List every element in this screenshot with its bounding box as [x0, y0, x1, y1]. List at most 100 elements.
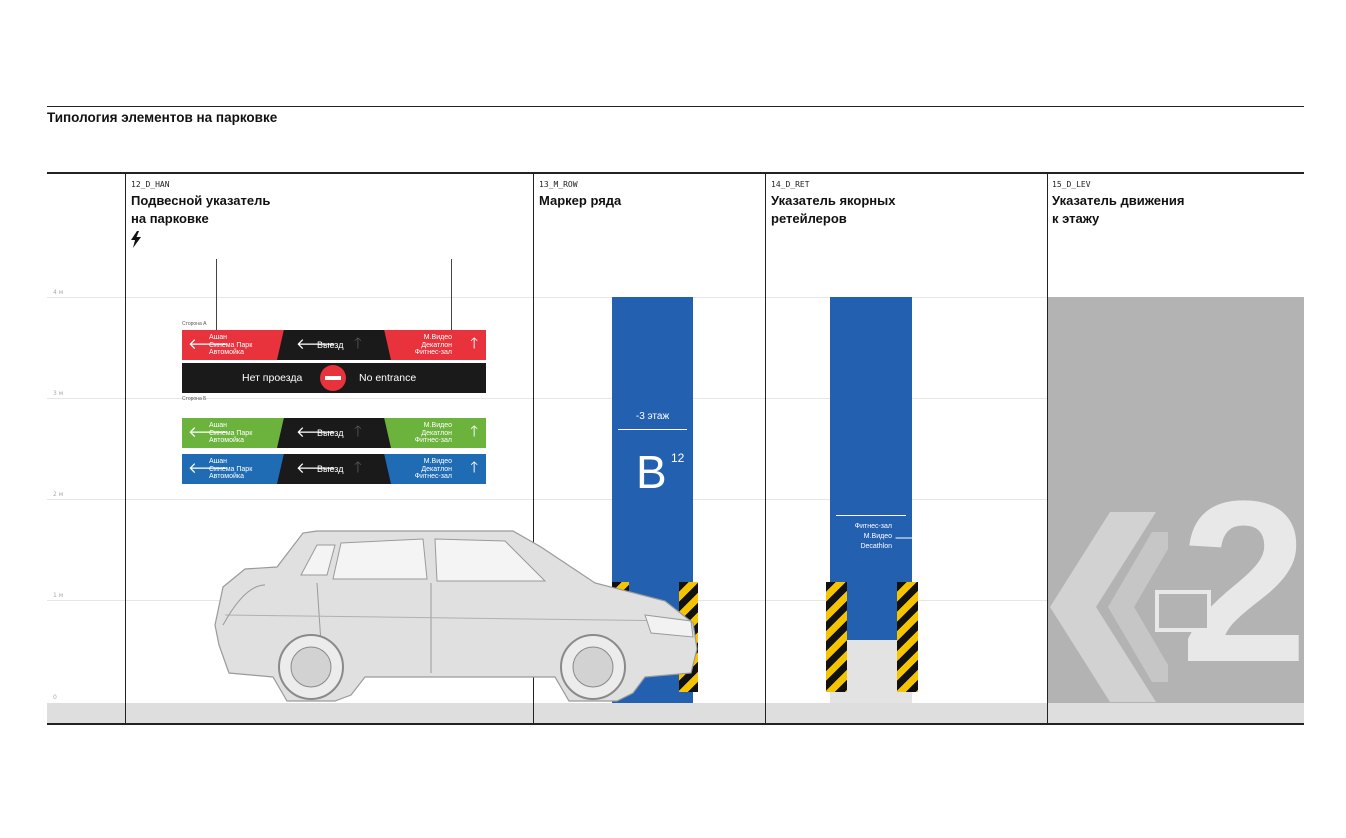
sign-right-line: Фитнес-зал [414, 473, 452, 480]
no-entry-icon [320, 365, 346, 391]
sign-center-black [277, 418, 391, 448]
arrow-left-icon: 🡐 [188, 460, 229, 477]
sign-center-black [277, 330, 391, 360]
arrow-up-icon: 🡑 [354, 335, 362, 352]
arrow-left-icon: 🡐 [296, 460, 337, 477]
row-marker-letter: B [636, 446, 667, 498]
column-divider-3 [765, 172, 766, 724]
sign-right-line: М.Видео [423, 458, 452, 465]
column-title-14-line2: ретейлеров [771, 211, 847, 226]
exit-label: Выезд [317, 428, 344, 438]
arrow-left-icon: 🡐 [296, 424, 337, 441]
sign-left-text: Ашан Синема Парк Автомойка [209, 458, 252, 481]
sign-right-text: М.Видео Декатлон Фитнес-зал [415, 334, 452, 357]
anchor-sign-line: Decathlon [860, 543, 892, 550]
header-rule [47, 106, 1304, 107]
height-label-4m: 4 м [53, 289, 64, 296]
sign-right-line: Фитнес-зал [414, 437, 452, 444]
sign-left-line: Автомойка [209, 437, 244, 444]
no-entrance-ru: Нет проезда [242, 372, 303, 384]
sign-right-line: Декатлон [421, 429, 452, 437]
arrow-up-icon: 🡑 [470, 459, 478, 476]
car-rear-window [300, 544, 336, 576]
height-label-1m: 1 м [53, 592, 64, 599]
car-illustration [214, 530, 698, 702]
no-entry-bar [325, 376, 341, 380]
sign-left-text: Ашан Синема Парк Автомойка [209, 334, 252, 357]
column-title-13-line1: Маркер ряда [539, 193, 622, 208]
level-number: 2 [1180, 453, 1304, 703]
anchor-sign-line: М.Видео [863, 533, 892, 540]
hanging-sign-red: 🡐 Ашан Синема Парк Автомойка 🡐 Выезд 🡑 М… [182, 330, 486, 360]
no-entrance-sign: Нет проезда No entrance [182, 363, 486, 393]
side-b-label: Сторона Б [182, 396, 207, 402]
car-window [332, 538, 428, 580]
sign-left-line: Синема Парк [209, 465, 253, 473]
sign-center-black [277, 454, 391, 484]
column-code-15: 15_D_LEV [1052, 180, 1091, 189]
double-chevron-left-icon [1050, 512, 1168, 702]
arrow-up-icon: 🡑 [354, 423, 362, 440]
height-label-0: 0 [53, 694, 57, 701]
suspension-cable-left [216, 259, 217, 330]
sign-left-line: Автомойка [209, 473, 244, 480]
ground-strip [47, 703, 1304, 723]
arrow-up-icon: 🡑 [470, 423, 478, 440]
column-title-12: Подвесной указатель на парковке [131, 192, 331, 228]
column-title-12-line1: Подвесной указатель [131, 193, 271, 208]
height-label-2m: 2 м [53, 491, 64, 498]
row-marker-floor: -3 этаж [635, 411, 670, 422]
hazard-stripe-right [897, 582, 918, 692]
column-title-14-line1: Указатель якорных [771, 193, 896, 208]
column-title-14: Указатель якорных ретейлеров [771, 192, 971, 228]
row-marker-number: 12 [671, 451, 685, 465]
table-bottom-rule [47, 723, 1304, 725]
anchor-sign-text: Фитнес-зал М.Видео Decathlon [834, 522, 892, 552]
page-title: Типология элементов на парковке [47, 110, 278, 125]
sign-right-text: М.Видео Декатлон Фитнес-зал [415, 422, 452, 445]
exit-label: Выезд [317, 464, 344, 474]
arrow-left-icon: 🡐 [188, 336, 229, 353]
column-divider-1 [125, 172, 126, 724]
side-a-label: Сторона А [182, 321, 207, 327]
no-entrance-en: No entrance [359, 372, 417, 384]
height-label-3m: 3 м [53, 390, 64, 397]
sign-right-line: М.Видео [423, 334, 452, 341]
sign-left-line: Синема Парк [209, 341, 253, 349]
sign-left-line: Ашан [209, 458, 228, 465]
column-divider-4 [1047, 172, 1048, 724]
column-code-14: 14_D_RET [771, 180, 810, 189]
anchor-sign-line: Фитнес-зал [854, 523, 892, 530]
sign-left-line: Автомойка [209, 349, 244, 356]
hanging-sign-green: 🡐 Ашан Синема Парк Автомойка 🡐 Выезд 🡑 М… [182, 418, 486, 448]
suspension-cable-right [451, 259, 452, 330]
column-divider-2 [533, 172, 534, 724]
column-code-13: 13_M_ROW [539, 180, 578, 189]
anchor-sign-divider [836, 515, 906, 516]
arrow-right-icon: 🡒 [894, 531, 927, 545]
sign-right-line: М.Видео [423, 422, 452, 429]
column-title-12-line2: на парковке [131, 211, 209, 226]
column-title-15-line2: к этажу [1052, 211, 1100, 226]
column-title-13: Маркер ряда [539, 192, 739, 210]
sign-left-line: Ашан [209, 334, 228, 341]
arrow-up-icon: 🡑 [470, 335, 478, 352]
sign-right-line: Декатлон [421, 465, 452, 473]
row-marker-divider [618, 429, 687, 430]
sign-right-text: М.Видео Декатлон Фитнес-зал [415, 458, 452, 481]
level-sign-wall: 2 [1048, 297, 1304, 703]
arrow-left-icon: 🡐 [188, 424, 229, 441]
level-sign-plate [1155, 590, 1211, 632]
car-front-window [434, 538, 547, 582]
sign-left-line: Синема Парк [209, 429, 253, 437]
hanging-sign-blue: 🡐 Ашан Синема Парк Автомойка 🡐 Выезд 🡑 М… [182, 454, 486, 484]
exit-label: Выезд [317, 340, 344, 350]
table-top-rule [47, 172, 1304, 174]
hazard-stripe-left [826, 582, 847, 692]
arrow-left-icon: 🡐 [296, 336, 337, 353]
column-code-12: 12_D_HAN [131, 180, 170, 189]
sign-right-line: Декатлон [421, 341, 452, 349]
sign-left-text: Ашан Синема Парк Автомойка [209, 422, 252, 445]
column-title-15-line1: Указатель движения [1052, 193, 1185, 208]
sign-right-line: Фитнес-зал [414, 349, 452, 356]
